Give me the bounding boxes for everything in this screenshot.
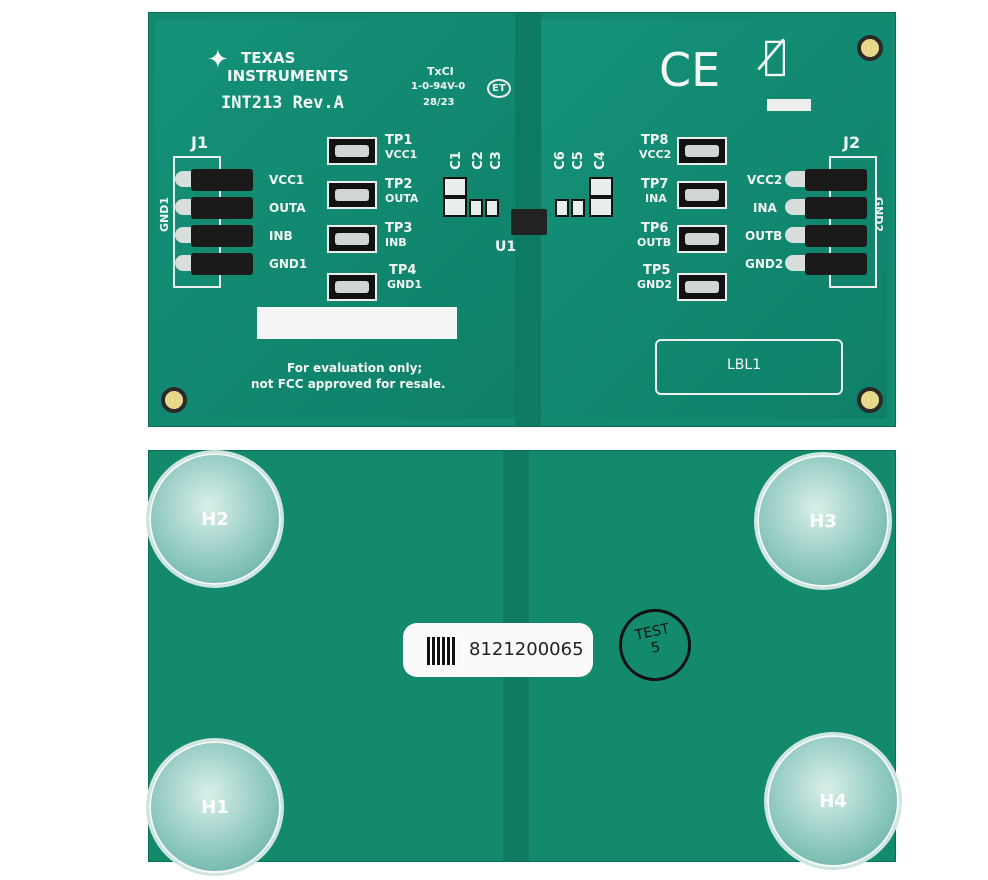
board-half-left xyxy=(155,19,515,419)
test-point-tp3[interactable] xyxy=(327,225,377,253)
fab-mark: 28/23 xyxy=(423,97,455,108)
cap-label: C6 xyxy=(552,151,568,170)
foot-label: H4 xyxy=(819,791,847,812)
j2-pin-label: INA xyxy=(753,201,777,215)
test-point-tp2[interactable] xyxy=(327,181,377,209)
capacitor-c5 xyxy=(571,199,585,217)
fab-mark: TxCI xyxy=(427,65,454,78)
pcb-top-side: ✦ TEXAS INSTRUMENTS INT213 Rev.A TxCI 1-… xyxy=(148,12,896,427)
j2-header[interactable] xyxy=(805,197,867,219)
tp-net: GND2 xyxy=(637,278,673,291)
test-point-tp5[interactable] xyxy=(677,273,727,301)
rubber-foot-h1: H1 xyxy=(149,741,281,873)
j1-pin-label: OUTA xyxy=(269,201,306,215)
cap-label: C4 xyxy=(592,151,608,170)
disclaimer: For evaluation only; xyxy=(287,361,423,375)
tp-net: GND1 xyxy=(387,278,423,291)
tp-net: VCC2 xyxy=(639,148,672,161)
cap-label: C5 xyxy=(570,151,586,170)
j2-pin-label: VCC2 xyxy=(747,173,783,187)
tp-name: TP4 xyxy=(389,263,417,278)
j2-label: J2 xyxy=(843,133,861,152)
tp-name: TP6 xyxy=(641,221,669,236)
mounting-hole xyxy=(161,387,187,413)
tp-name: TP5 xyxy=(643,263,671,278)
j1-header[interactable] xyxy=(191,169,253,191)
j1-pin-label: VCC1 xyxy=(269,173,305,187)
ic-label: U1 xyxy=(495,239,517,255)
test-point-tp1[interactable] xyxy=(327,137,377,165)
et-mark: ET xyxy=(487,79,511,98)
tp-name: TP3 xyxy=(385,221,413,236)
foot-label: H1 xyxy=(201,797,229,818)
tp-net: INA xyxy=(645,192,667,205)
capacitor-c4 xyxy=(589,197,613,217)
j2-pin-label: GND2 xyxy=(745,257,784,271)
test-stamp: TEST 5 xyxy=(612,602,698,688)
foot-label: H2 xyxy=(201,509,229,530)
cap-label: C2 xyxy=(470,151,486,170)
capacitor-c4 xyxy=(589,177,613,197)
blank-label-area xyxy=(257,307,457,339)
j2-header[interactable] xyxy=(805,225,867,247)
tp-net: OUTA xyxy=(385,192,419,205)
cap-label: C1 xyxy=(448,151,464,170)
tp-name: TP2 xyxy=(385,177,413,192)
tp-net: VCC1 xyxy=(385,148,418,161)
mounting-hole xyxy=(857,387,883,413)
ce-mark: CE xyxy=(659,43,721,97)
board-name: INT213 Rev.A xyxy=(221,93,344,113)
j1-label: J1 xyxy=(191,133,209,152)
weee-bar xyxy=(767,99,811,111)
j1-header[interactable] xyxy=(191,253,253,275)
j1-side-label: GND1 xyxy=(158,196,172,233)
fab-mark: 1-0-94V-0 xyxy=(411,81,466,92)
disclaimer: not FCC approved for resale. xyxy=(251,377,446,391)
lbl1-label: LBL1 xyxy=(727,357,762,373)
tp-name: TP1 xyxy=(385,133,413,148)
test-point-tp4[interactable] xyxy=(327,273,377,301)
tp-net: OUTB xyxy=(637,236,672,249)
test-point-tp7[interactable] xyxy=(677,181,727,209)
capacitor-c1 xyxy=(443,177,467,197)
capacitor-c2 xyxy=(469,199,483,217)
j2-outline xyxy=(829,156,877,288)
j2-pin-label: OUTB xyxy=(745,229,783,243)
datamatrix-code-icon xyxy=(427,637,457,665)
serial-sticker: 8121200065 xyxy=(403,623,593,677)
rubber-foot-h4: H4 xyxy=(767,735,899,867)
foot-label: H3 xyxy=(809,511,837,532)
j1-outline xyxy=(173,156,221,288)
ti-logo-icon: ✦ xyxy=(207,45,229,75)
lbl1-box xyxy=(655,339,843,395)
rubber-foot-h3: H3 xyxy=(757,455,889,587)
ic-u1 xyxy=(511,209,547,235)
cap-label: C3 xyxy=(488,151,504,170)
brand-line2: INSTRUMENTS xyxy=(227,67,349,85)
test-point-tp6[interactable] xyxy=(677,225,727,253)
pcb-bottom-side: H2 H3 H1 H4 8121200065 TEST 5 xyxy=(148,450,899,873)
capacitor-c3 xyxy=(485,199,499,217)
capacitor-c1 xyxy=(443,197,467,217)
j1-pin-label: GND1 xyxy=(269,257,308,271)
j2-header[interactable] xyxy=(805,169,867,191)
mounting-hole xyxy=(857,35,883,61)
capacitor-c6 xyxy=(555,199,569,217)
j1-header[interactable] xyxy=(191,225,253,247)
brand-line1: TEXAS xyxy=(241,49,296,67)
j1-pin-label: INB xyxy=(269,229,293,243)
weee-bin-icon: 🗑̸ xyxy=(763,33,788,79)
test-point-tp8[interactable] xyxy=(677,137,727,165)
serial-number: 8121200065 xyxy=(469,639,584,660)
tp-name: TP7 xyxy=(641,177,669,192)
j1-header[interactable] xyxy=(191,197,253,219)
tp-net: INB xyxy=(385,236,407,249)
rubber-foot-h2: H2 xyxy=(149,453,281,585)
j2-header[interactable] xyxy=(805,253,867,275)
tp-name: TP8 xyxy=(641,133,669,148)
